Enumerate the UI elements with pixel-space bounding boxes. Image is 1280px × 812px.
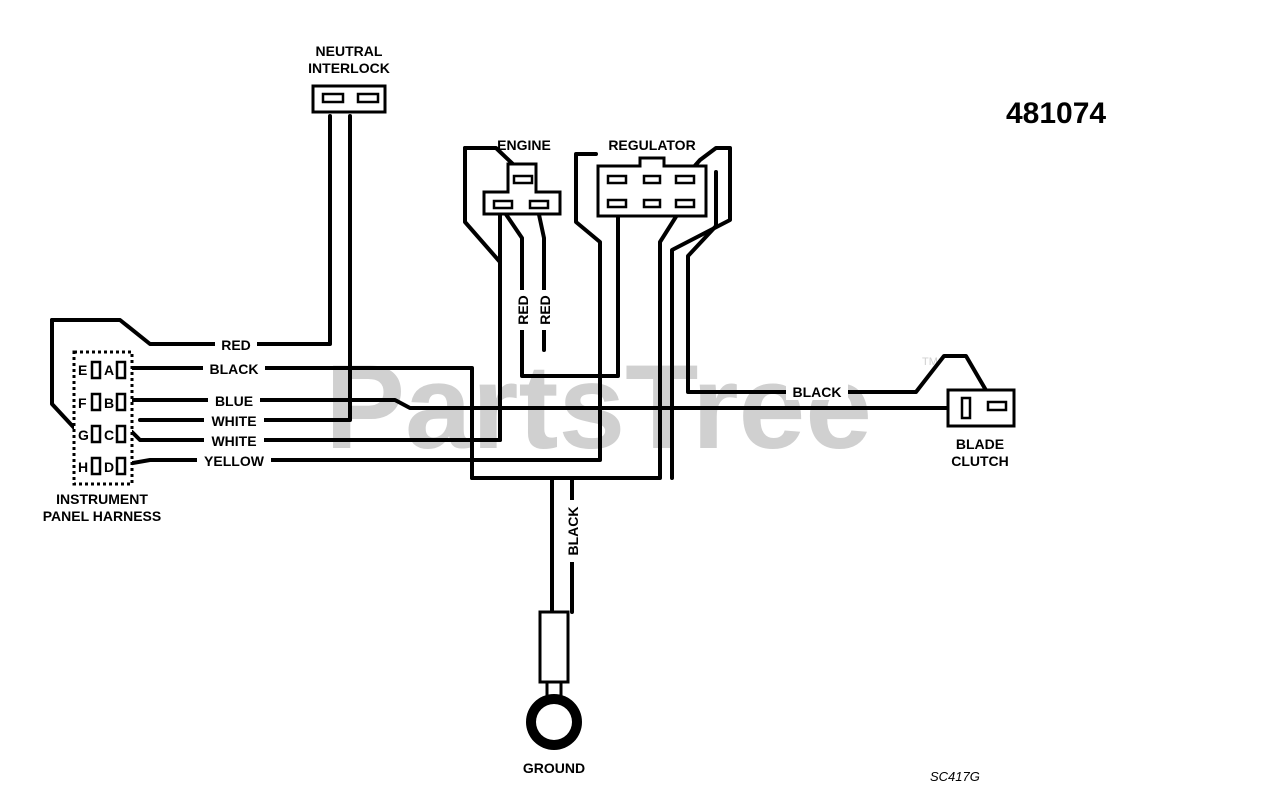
- blade-clutch: BLADE CLUTCH: [946, 388, 1016, 469]
- harness-pin-c-slot: [115, 424, 127, 444]
- harness-pin-b: B: [104, 395, 114, 411]
- regulator-pin-4: [606, 198, 628, 209]
- harness-label-2: PANEL HARNESS: [43, 508, 162, 524]
- wire-label-white-2: WHITE: [211, 433, 256, 449]
- regulator-pin-3: [674, 174, 696, 185]
- wire-label-black-clutch: BLACK: [793, 384, 842, 400]
- wire-labels: RED BLACK BLUE WHITE WHITE YELLOW RED RE…: [197, 290, 848, 562]
- engine-pin-top: [512, 174, 534, 185]
- regulator-ground-wire: [570, 202, 686, 480]
- neutral-interlock-label-2: INTERLOCK: [308, 60, 390, 76]
- ground-terminal-sleeve: [538, 610, 570, 684]
- regulator-pin-6: [674, 198, 696, 209]
- blade-clutch-label-1: BLADE: [956, 436, 1004, 452]
- engine-pin-left: [492, 199, 514, 210]
- wire-label-red: RED: [221, 337, 251, 353]
- regulator-pin-1: [606, 174, 628, 185]
- watermark-tm: TM: [922, 356, 938, 368]
- harness-pin-b-slot: [115, 392, 127, 412]
- blade-clutch-pin-2: [986, 400, 1008, 412]
- harness-pin-d-slot: [115, 456, 127, 476]
- harness-pin-g-slot: [90, 424, 102, 444]
- engine-connector: ENGINE: [482, 137, 562, 216]
- harness-pin-d: D: [104, 459, 114, 475]
- wire-label-blue: BLUE: [215, 393, 253, 409]
- neutral-interlock-pin-2: [356, 92, 380, 104]
- engine-label: ENGINE: [497, 137, 551, 153]
- harness-pin-g: G: [78, 427, 89, 443]
- harness-pin-e: E: [78, 362, 87, 378]
- blade-clutch-connector: [946, 388, 1016, 428]
- blade-clutch-label-2: CLUTCH: [951, 453, 1009, 469]
- harness-pin-h-slot: [90, 456, 102, 476]
- regulator-right-lead: [670, 146, 732, 480]
- drawing-code: SC417G: [930, 769, 980, 784]
- ground-label: GROUND: [523, 760, 585, 776]
- regulator-pin-2: [642, 174, 662, 185]
- blade-clutch-pin-1: [960, 396, 972, 420]
- harness-connector-body: [72, 350, 134, 486]
- red-wire-interlock: [50, 114, 332, 346]
- wire-label-white-1: WHITE: [211, 413, 256, 429]
- harness-pin-a: A: [104, 362, 114, 378]
- regulator-pin-5: [642, 198, 662, 209]
- engine-pin-right: [528, 199, 550, 210]
- instrument-panel-harness: E F G H A B C D INSTRUMENT PANEL HARNESS: [43, 350, 162, 524]
- regulator-connector: REGULATOR: [596, 137, 708, 218]
- wire-label-black-ground: BLACK: [565, 507, 581, 556]
- ground-terminal-neck: [545, 680, 563, 698]
- engine-sheath: [463, 146, 502, 480]
- harness-pin-e-slot: [90, 360, 102, 380]
- harness-pin-a-slot: [115, 360, 127, 380]
- yellow-wire: [125, 152, 602, 466]
- blue-wire: [125, 398, 960, 410]
- neutral-interlock-pin-1: [321, 92, 345, 104]
- ground-ring-inner: [536, 704, 572, 740]
- engine-top-lead: [463, 146, 519, 170]
- red-wire-engine-1: [501, 202, 620, 378]
- neutral-interlock-label-1: NEUTRAL: [316, 43, 383, 59]
- neutral-interlock: NEUTRAL INTERLOCK: [308, 43, 390, 114]
- harness-pin-f: F: [78, 395, 87, 411]
- part-number: 481074: [1006, 97, 1106, 130]
- regulator-label: REGULATOR: [608, 137, 695, 153]
- harness-pin-h: H: [78, 459, 88, 475]
- harness-label-1: INSTRUMENT: [56, 491, 148, 507]
- wire-label-yellow: YELLOW: [204, 453, 265, 469]
- ground-terminal: GROUND: [523, 610, 585, 776]
- harness-sheath-left: [50, 318, 80, 434]
- harness-pin-c: C: [104, 427, 114, 443]
- wire-label-red-v2: RED: [537, 295, 553, 325]
- harness-pin-f-slot: [90, 392, 102, 412]
- wire-label-red-v1: RED: [515, 295, 531, 325]
- wire-label-black-a: BLACK: [210, 361, 259, 377]
